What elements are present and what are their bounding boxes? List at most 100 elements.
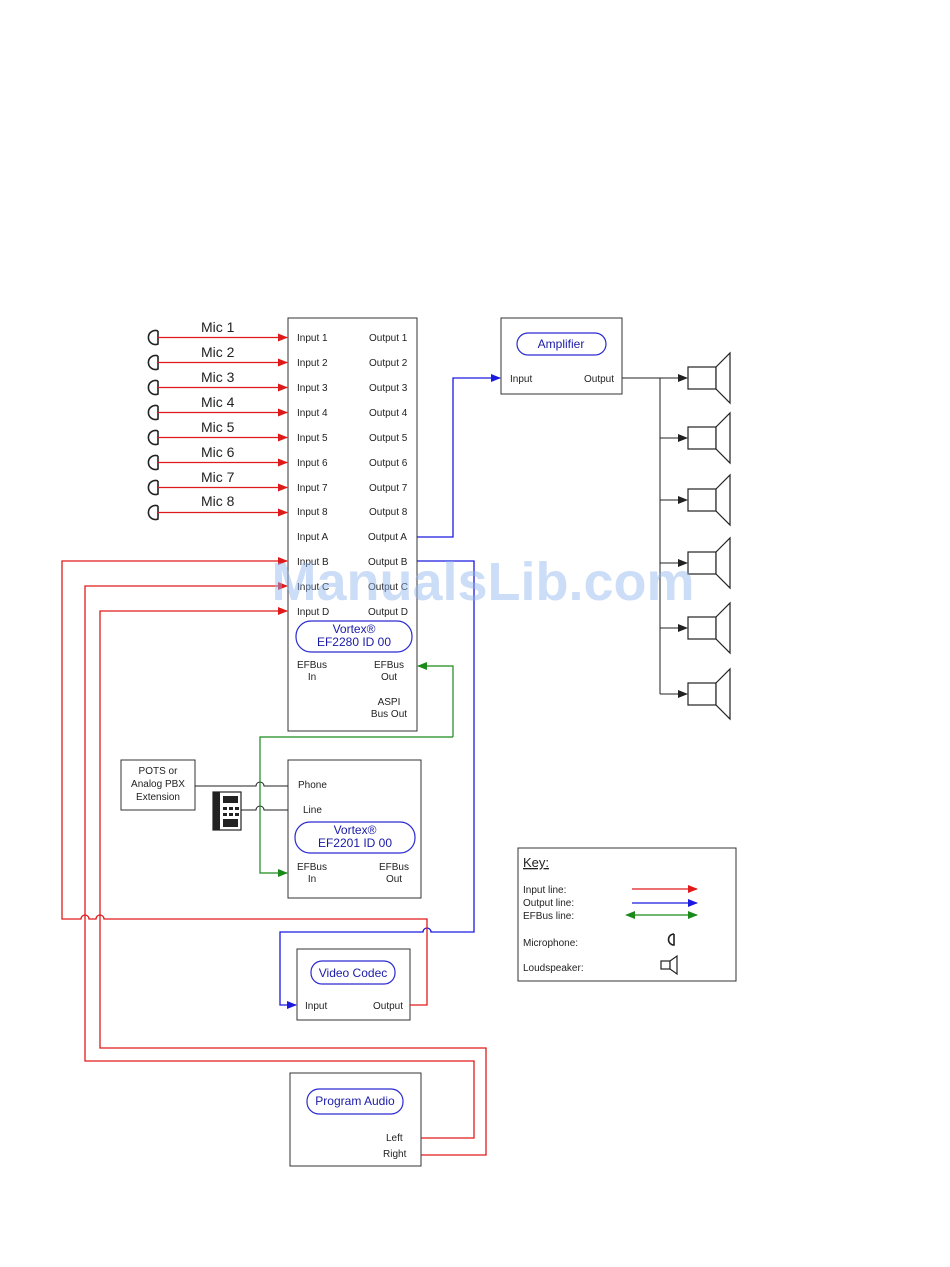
loudspeaker-icon bbox=[687, 667, 731, 721]
ef2201-efbus-in-label: In bbox=[308, 874, 316, 885]
mic-7: Mic 7 bbox=[147, 469, 288, 496]
video-codec-input-label: Input bbox=[305, 1001, 327, 1012]
pots-label: Analog PBX bbox=[131, 779, 185, 790]
microphone-icon bbox=[147, 329, 159, 346]
mic-label: Mic 4 bbox=[201, 394, 235, 410]
mixer-output-label: Output 7 bbox=[369, 483, 408, 494]
legend-loudspeaker-label: Loudspeaker: bbox=[523, 963, 584, 974]
video-codec-to-input-b-line bbox=[61, 557, 428, 1006]
mic-4: Mic 4 bbox=[147, 394, 288, 421]
mixer-input-label: Input 7 bbox=[297, 483, 328, 494]
mic-label: Mic 2 bbox=[201, 344, 235, 360]
mixer-input-label: Input 1 bbox=[297, 333, 328, 344]
mic-5: Mic 5 bbox=[147, 419, 288, 446]
video-codec-output-label: Output bbox=[373, 1001, 403, 1012]
mixer-input-label: Input 6 bbox=[297, 458, 328, 469]
mixer-output-label: Output A bbox=[368, 532, 407, 543]
ef2201-title-pill bbox=[294, 821, 416, 854]
program-left-to-input-c-line bbox=[84, 582, 475, 1139]
amplifier: Amplifier Input Output bbox=[500, 317, 623, 395]
pots-label: Extension bbox=[136, 792, 180, 803]
efbus-to-ef2201-line bbox=[259, 736, 453, 877]
microphone-icon bbox=[147, 379, 159, 396]
mixer-efbus-in-label: In bbox=[308, 672, 316, 683]
mic-1: Mic 1 bbox=[147, 319, 288, 346]
mixer-output-label: Output 8 bbox=[369, 507, 408, 518]
video-codec-title: Video Codec bbox=[319, 966, 388, 980]
ef2201-phone-label: Phone bbox=[298, 780, 327, 791]
mixer-output-label: Output 3 bbox=[369, 383, 408, 394]
loudspeaker-icon bbox=[687, 601, 731, 655]
program-right-to-input-d-line bbox=[99, 607, 487, 1156]
mixer-output-labels: Output 1 Output 2 Output 3 Output 4 Outp… bbox=[368, 333, 408, 618]
ef2280-mixer: Input 1 Input 2 Input 3 Input 4 Input 5 … bbox=[287, 317, 418, 732]
amplifier-title-pill bbox=[516, 332, 607, 356]
output-a-to-amplifier-line bbox=[417, 374, 501, 538]
video-codec: Video Codec Input Output bbox=[296, 948, 411, 1021]
mixer-output-label: Output 5 bbox=[369, 433, 408, 444]
mic-label: Mic 6 bbox=[201, 444, 235, 460]
program-audio-title-pill bbox=[306, 1088, 404, 1115]
loudspeaker-icon bbox=[660, 954, 678, 976]
efbus-to-mixer-line bbox=[417, 662, 454, 737]
legend-output-label: Output line: bbox=[523, 898, 574, 909]
mixer-input-labels: Input 1 Input 2 Input 3 Input 4 Input 5 … bbox=[297, 333, 329, 618]
mic-label: Mic 5 bbox=[201, 419, 235, 435]
mixer-output-label: Output 1 bbox=[369, 333, 408, 344]
ef2201-efbus-out-label: EFBus bbox=[379, 862, 409, 873]
telephone-to-line-line bbox=[241, 805, 288, 811]
loudspeaker-icon bbox=[687, 351, 731, 405]
mixer-input-label: Input A bbox=[297, 532, 328, 543]
pots-label: POTS or bbox=[139, 766, 179, 777]
mic-label: Mic 1 bbox=[201, 319, 235, 335]
mixer-input-label: Input 8 bbox=[297, 507, 328, 518]
legend-microphone-label: Microphone: bbox=[523, 938, 578, 949]
mixer-title-line1: Vortex® bbox=[333, 622, 376, 636]
mixer-aspi-label: ASPI bbox=[378, 697, 401, 708]
mixer-output-label: Output D bbox=[368, 607, 408, 618]
legend-title: Key: bbox=[523, 855, 549, 870]
mixer-input-label: Input 2 bbox=[297, 358, 328, 369]
mixer-box bbox=[287, 317, 418, 732]
microphone-group: Mic 1 Mic 2 Mic 3 Mic 4 Mic 5 Mic 6 bbox=[147, 319, 288, 521]
mixer-output-label: Output 2 bbox=[369, 358, 408, 369]
microphone-icon bbox=[147, 504, 159, 521]
mic-label: Mic 8 bbox=[201, 493, 235, 509]
mixer-output-label: Output 4 bbox=[369, 408, 408, 419]
amplifier-title: Amplifier bbox=[538, 337, 585, 351]
microphone-icon bbox=[667, 933, 675, 946]
mic-6: Mic 6 bbox=[147, 444, 288, 471]
mic-label: Mic 7 bbox=[201, 469, 235, 485]
mixer-title-line2: EF2280 ID 00 bbox=[317, 635, 391, 649]
loudspeaker-icon bbox=[687, 411, 731, 465]
amplifier-box bbox=[500, 317, 623, 395]
loudspeakers bbox=[687, 351, 731, 721]
mixer-input-label: Input D bbox=[297, 607, 329, 618]
legend: Key: Input line: Output line: EFBus line… bbox=[517, 847, 737, 982]
mixer-efbus-in-label: EFBus bbox=[297, 660, 327, 671]
legend-input-label: Input line: bbox=[523, 885, 566, 896]
mixer-output-label: Output B bbox=[368, 557, 408, 568]
pots-rect bbox=[120, 759, 196, 811]
watermark: ManualsLib.com bbox=[271, 552, 694, 612]
mixer-output-label: Output 6 bbox=[369, 458, 408, 469]
microphone-icon bbox=[147, 404, 159, 421]
microphone-icon bbox=[147, 429, 159, 446]
ef2201-title-line1: Vortex® bbox=[334, 823, 377, 837]
loudspeaker-icon bbox=[687, 473, 731, 527]
mic-8: Mic 8 bbox=[147, 493, 288, 521]
mic-2: Mic 2 bbox=[147, 344, 288, 371]
mixer-input-label: Input B bbox=[297, 557, 329, 568]
mixer-output-label: Output C bbox=[368, 582, 408, 593]
pots-to-phone-line bbox=[195, 781, 288, 787]
ef2201-efbus-out-label: Out bbox=[386, 874, 402, 885]
telephone-icon bbox=[212, 791, 242, 831]
program-audio: Program Audio Left Right bbox=[289, 1072, 422, 1167]
mixer-efbus-out-label: Out bbox=[381, 672, 397, 683]
mixer-input-label: Input C bbox=[297, 582, 329, 593]
mic-3: Mic 3 bbox=[147, 369, 288, 396]
pots-box: POTS or Analog PBX Extension bbox=[120, 759, 196, 811]
mic-label: Mic 3 bbox=[201, 369, 235, 385]
mixer-input-label: Input 4 bbox=[297, 408, 328, 419]
ef2201-title-line2: EF2201 ID 00 bbox=[318, 836, 392, 850]
